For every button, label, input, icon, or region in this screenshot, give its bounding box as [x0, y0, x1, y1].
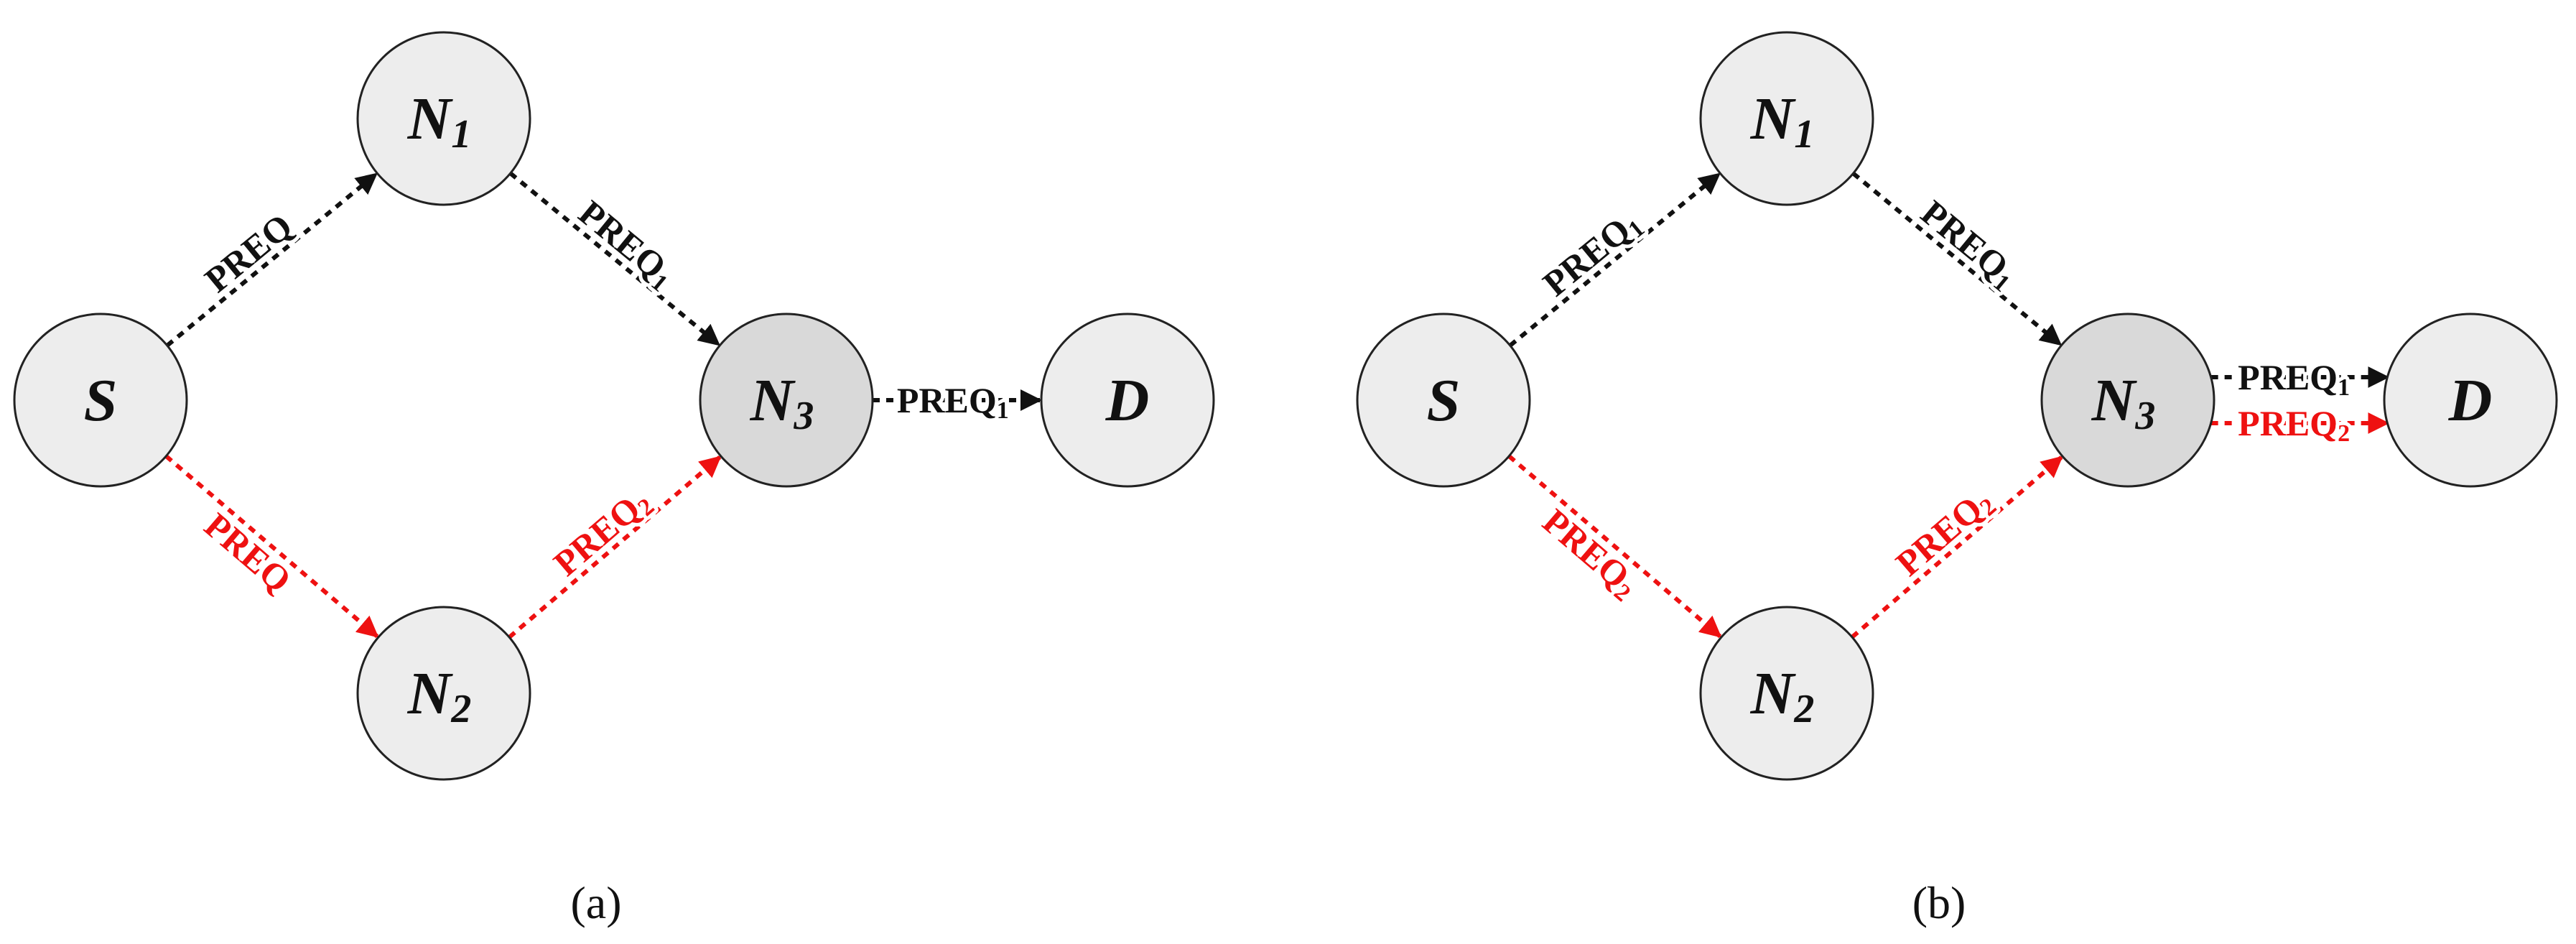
panel-b-node-n1: N1 [1699, 31, 1874, 206]
node-label: N2 [407, 660, 472, 732]
node-circle [1699, 606, 1874, 781]
node-label: N1 [407, 85, 472, 157]
node-circle [1699, 31, 1874, 206]
panel-a-edge-label: PREQ [197, 205, 299, 300]
panel-b-node-d: D [2383, 313, 2558, 488]
panel-b-edge-label: PREQ2 [2238, 403, 2350, 447]
panel-b-caption: (b) [1912, 877, 1966, 928]
panel-a-edge-label: PREQ1 [897, 380, 1009, 424]
panel-b-edge-n1-n3-black [1851, 172, 2063, 346]
panel-a-edge-label: PREQ [197, 505, 299, 601]
node-circle [356, 31, 531, 206]
panel-a-caption: (a) [570, 877, 621, 928]
panel-b-edge-label: PREQ2 [1533, 501, 1647, 606]
panel-b-edge-s-n2-red [1507, 454, 1722, 639]
panel-a-edge-n1-n3-black [508, 171, 721, 346]
panel-a-edge-s-n2-red [164, 454, 379, 639]
node-label: S [84, 367, 118, 434]
node-circle [2040, 313, 2215, 488]
node-circle [356, 606, 531, 781]
panel-a-edge-label: PREQ1 [569, 193, 684, 297]
node-label: N1 [1750, 85, 1815, 157]
panel-b-edge-s-n1-black [1508, 172, 1721, 348]
node-label: D [1105, 367, 1150, 434]
node-circle [13, 313, 188, 488]
panel-a-node-n2: N2 [356, 606, 531, 781]
panel-b-node-s: S [1356, 313, 1531, 488]
node-label: S [1427, 367, 1461, 434]
node-circle [699, 313, 874, 488]
node-label: N3 [2091, 367, 2156, 439]
panel-b-edge-n2-n3-red [1851, 455, 2063, 639]
panel-a-node-d: D [1040, 313, 1215, 488]
node-label: N2 [1750, 660, 1815, 732]
panel-a-edge-s-n1-black [165, 172, 378, 348]
panel-a-edge-n2-n3-red [508, 455, 722, 639]
panel-b-node-n3: N3 [2040, 313, 2215, 488]
node-label: N3 [750, 367, 814, 439]
panel-a-node-n3: N3 [699, 313, 874, 488]
node-circle [1040, 313, 1215, 488]
panel-a-node-n1: N1 [356, 31, 531, 206]
node-circle [2383, 313, 2558, 488]
panel-b-edge-label: PREQ1 [1912, 193, 2026, 297]
panel-b-edge-label: PREQ2 [1888, 480, 2001, 586]
panel-b-edge-label: PREQ1 [2238, 357, 2350, 401]
panel-b-node-n2: N2 [1699, 606, 1874, 781]
panel-b-edge-label: PREQ1 [1535, 202, 1650, 307]
panel-a-edge-label: PREQ2 [546, 480, 659, 586]
node-label: D [2448, 367, 2493, 434]
node-circle [1356, 313, 1531, 488]
panel-a-node-s: S [13, 313, 188, 488]
